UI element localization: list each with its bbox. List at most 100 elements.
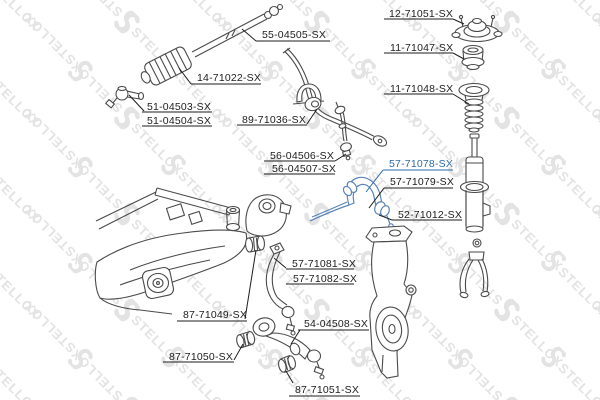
part-14-71022-label: 14-71022-SX: [197, 72, 261, 84]
stellox-watermark-tile: STELLOX: [539, 151, 600, 229]
part-57-71079-leader-line: [368, 187, 385, 209]
strut-mount-drawing: [451, 14, 503, 43]
part-57-71078-leader-line: [365, 169, 384, 193]
part-89-71036-leader-line: [306, 108, 318, 125]
stellox-watermark-tile: STELLOX: [492, 295, 570, 373]
strut-fork-drawing: [459, 238, 490, 299]
stellox-s-wrench-icon: [541, 58, 566, 80]
stellox-watermark-tile: STELLOX: [397, 295, 475, 373]
stellox-watermark-tile: STELLOX: [539, 247, 600, 325]
stellox-watermark-tile: STELLOX: [112, 103, 190, 181]
stellox-watermark-tile: STELLOX: [17, 7, 95, 85]
stellox-watermark-tile: STELLOX: [159, 151, 237, 229]
stellox-watermark-tile: STELLOX: [349, 151, 427, 229]
stellox-s-wrench-icon: [304, 10, 329, 32]
steering-rack-boot-drawing: [140, 46, 192, 86]
stellox-s-wrench-icon: [351, 58, 376, 80]
part-51-04504-label: 51-04504-SX: [147, 115, 211, 127]
compression-rod-drawing: [265, 242, 296, 336]
part-57-71079-label: 57-71079-SX: [390, 176, 454, 188]
stellox-s-wrench-icon: [541, 154, 566, 176]
part-57-71081-label: 57-71081-SX: [292, 258, 356, 270]
strut-bearing-drawing: [461, 44, 485, 71]
stellox-s-wrench-icon: [258, 156, 283, 178]
stellox-watermark-tile: STELLOX: [492, 7, 570, 85]
part-87-71049-label: 87-71049-SX: [183, 309, 247, 321]
stellox-watermark-tile: STELLOX: [302, 7, 380, 85]
part-11-71048-leader-line: [452, 93, 470, 105]
part-11-71048-label: 11-71048-SX: [390, 83, 453, 95]
stellox-watermark-tile: STELLOX: [492, 103, 570, 181]
stellox-s-wrench-icon: [304, 106, 329, 128]
stellox-watermark-tile: STELLOX: [302, 295, 380, 373]
part-55-04505-label: 55-04505-SX: [262, 29, 326, 41]
stellox-s-wrench-icon: [68, 252, 93, 274]
stellox-watermark-tile: STELLOX: [207, 103, 285, 181]
part-87-71051-label: 87-71051-SX: [295, 384, 359, 396]
stellox-watermark-tile: STELLOX: [492, 199, 570, 277]
part-12-71051-label: 12-71051-SX: [389, 8, 453, 20]
stellox-s-wrench-icon: [541, 250, 566, 272]
stellox-s-wrench-icon: [114, 10, 139, 32]
stellox-s-wrench-icon: [494, 106, 519, 128]
stellox-watermark-tile: STELLOX: [17, 103, 95, 181]
strut-drawing: [459, 133, 491, 233]
part-52-71012-label: 52-71012-SX: [398, 209, 462, 221]
part-11-71047-leader-line: [452, 52, 465, 60]
part-87-71049-leader-line: [244, 249, 257, 320]
part-56-04506-label: 56-04506-SX: [270, 150, 334, 162]
part-52-71012-leader-line: [378, 214, 393, 221]
stellox-s-wrench-icon: [541, 346, 566, 368]
subframe-bushing-drawing: [244, 235, 266, 253]
stellox-s-wrench-icon: [351, 154, 376, 176]
stellox-s-wrench-icon: [494, 298, 519, 320]
part-56-04507-label: 56-04507-SX: [272, 163, 336, 175]
part-12-71051-leader-line: [452, 18, 465, 25]
part-54-04508-label: 54-04508-SX: [304, 318, 368, 330]
stabilizer-link-drawing: [334, 101, 352, 161]
part-11-71047-label: 11-71047-SX: [390, 42, 453, 54]
part-51-04503-label: 51-04503-SX: [147, 101, 211, 113]
part-89-71036-label: 89-71036-SX: [242, 114, 306, 126]
lower-arm-bushing-rear-drawing: [277, 354, 297, 374]
strut-boot-drawing: [458, 82, 490, 133]
stellox-s-wrench-icon: [68, 348, 93, 370]
part-57-71082-label: 57-71082-SX: [293, 273, 357, 285]
stellox-watermark-tile: STELLOX: [397, 199, 475, 277]
stellox-watermark-tile: STELLOX: [539, 55, 600, 133]
lower-control-arm-drawing: [252, 317, 325, 380]
stellox-s-wrench-icon: [258, 60, 283, 82]
part-55-04505-leader-line: [241, 28, 257, 42]
part-87-71051-leader-line: [285, 370, 294, 384]
part-87-71050-leader-line: [233, 343, 244, 361]
steering-knuckle-drawing: [365, 225, 417, 379]
part-51-04503-leader-line: [128, 94, 145, 112]
stellox-s-wrench-icon: [304, 202, 329, 224]
stellox-watermark-tile: STELLOX: [112, 7, 190, 85]
stellox-s-wrench-icon: [304, 298, 329, 320]
part-56-04506-leader-line: [334, 153, 347, 162]
stellox-s-wrench-icon: [494, 10, 519, 32]
part-14-71022-leader-line: [178, 67, 192, 85]
stellox-s-wrench-icon: [161, 346, 186, 368]
stellox-s-wrench-icon: [448, 252, 473, 274]
stellox-s-wrench-icon: [351, 250, 376, 272]
stellox-watermark-tile: STELLOX: [207, 295, 285, 373]
stellox-watermark-tile: STELLOX: [302, 199, 380, 277]
part-87-71050-label: 87-71050-SX: [169, 351, 233, 363]
part-57-71078-label[interactable]: 57-71078-SX: [389, 158, 453, 170]
stellox-watermark-tile: STELLOX: [17, 295, 95, 373]
tie-rod-end-drawing: [104, 85, 145, 109]
stellox-s-wrench-icon: [494, 202, 519, 224]
stellox-s-wrench-icon: [161, 154, 186, 176]
stellox-s-wrench-icon: [258, 348, 283, 370]
stellox-watermark-tile: STELLOX: [349, 55, 427, 133]
stellox-s-wrench-icon: [114, 202, 139, 224]
stellox-s-wrench-icon: [114, 106, 139, 128]
stellox-watermark-tile: STELLOX: [112, 199, 190, 277]
part-54-04508-leader-line: [290, 329, 301, 345]
labels-layer: 55-04505-SX 14-71022-SX 51-04503-SX 51-0450…: [128, 8, 470, 397]
